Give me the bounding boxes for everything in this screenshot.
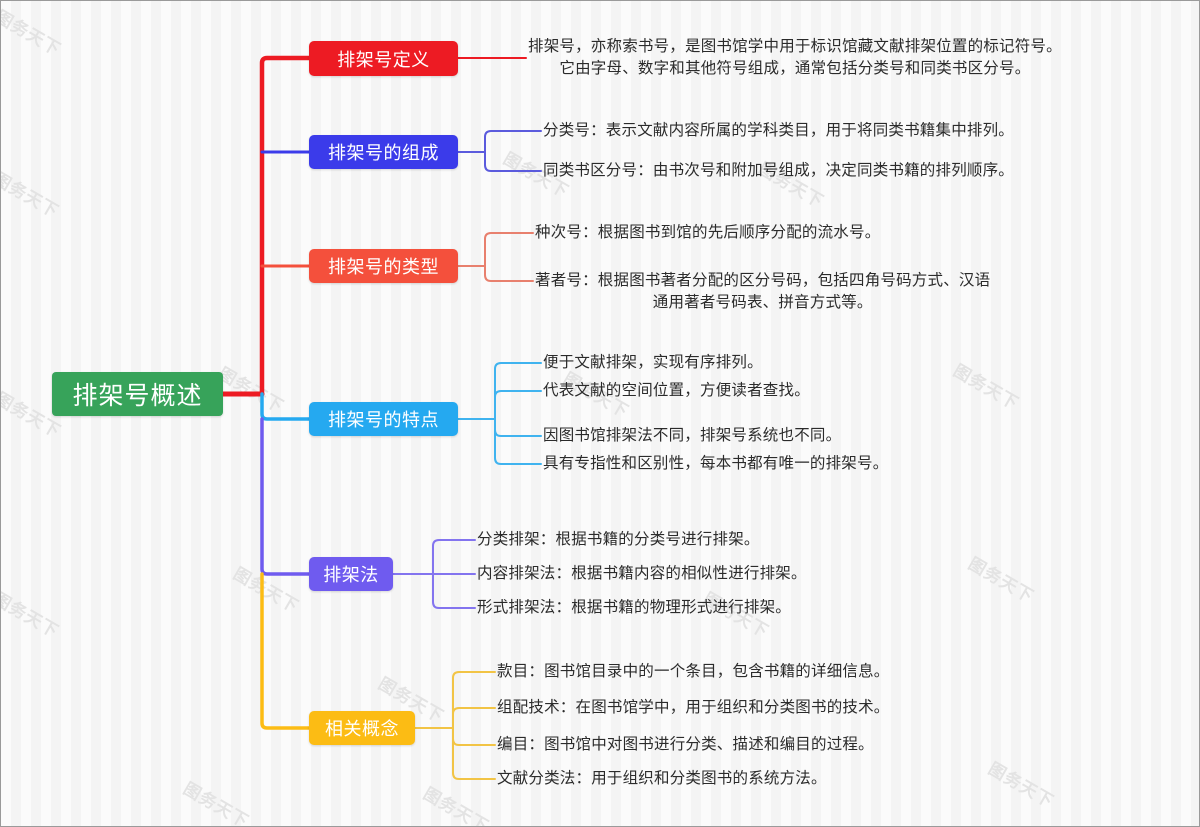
- link-spine-methods: [260, 417, 311, 576]
- leaf-concepts-1: 组配技术：在图书馆学中，用于组织和分类图书的技术。: [497, 699, 890, 716]
- link-features-leaf-3: [494, 418, 542, 465]
- root-node[interactable]: 排架号概述: [52, 372, 223, 416]
- leaf-composition-1: 同类书区分号：由书次号和附加号组成，决定同类书籍的排列顺序。: [543, 162, 1015, 179]
- leaf-methods-0: 分类排架：根据书籍的分类号进行排架。: [477, 531, 760, 548]
- branch-label-types: 排架号的类型: [328, 257, 439, 277]
- link-concepts-leaf-3: [452, 727, 496, 780]
- leaf-types-1: 著者号：根据图书著者分配的区分号码，包括四角号码方式、汉语 通用著者号码表、拼音…: [535, 272, 991, 311]
- root-node-label: 排架号概述: [72, 382, 203, 410]
- watermark: 图务天下: [0, 7, 64, 61]
- link-features-leaf-1: [494, 390, 542, 420]
- leaf-definition-0: 排架号，亦称索书号，是图书馆学中用于标识馆藏文献排架位置的标记符号。 它由字母、…: [528, 38, 1062, 77]
- link-spine-features: [260, 392, 311, 421]
- leaf-types-0: 种次号：根据图书到馆的先后顺序分配的流水号。: [535, 224, 881, 241]
- link-features-leaf-2: [494, 418, 542, 437]
- watermark: 图务天下: [0, 169, 62, 223]
- link-methods-leaf-0: [432, 539, 476, 575]
- leaf-features-3: 具有专指性和区别性，每本书都有唯一的排架号。: [543, 455, 889, 472]
- link-types-leaf-1: [484, 265, 534, 282]
- watermark: 图务天下: [949, 361, 1022, 415]
- link-concepts-leaf-0: [452, 671, 496, 729]
- link-types-leaf-0: [484, 232, 534, 267]
- leaf-concepts-2: 编目：图书馆中对图书进行分类、描述和编目的过程。: [497, 736, 874, 753]
- watermark: 图务天下: [984, 759, 1057, 813]
- link-methods-leaf-2: [432, 573, 476, 609]
- branch-label-features: 排架号的特点: [328, 410, 439, 430]
- link-concepts-leaf-1: [452, 707, 496, 729]
- link-concepts-leaf-2: [452, 727, 496, 746]
- link-composition-leaf-0: [484, 130, 542, 153]
- leaf-composition-0: 分类号：表示文献内容所属的学科类目，用于将同类书籍集中排列。: [543, 122, 1015, 139]
- leaf-features-2: 因图书馆排架法不同，排架号系统也不同。: [543, 427, 842, 444]
- leaf-concepts-3: 文献分类法：用于组织和分类图书的系统方法。: [497, 770, 827, 787]
- branch-node-methods[interactable]: 排架法: [309, 557, 393, 591]
- watermark: 图务天下: [229, 564, 302, 618]
- branch-node-features[interactable]: 排架号的特点: [309, 402, 458, 436]
- branch-label-composition: 排架号的组成: [328, 143, 439, 163]
- branch-node-concepts[interactable]: 相关概念: [309, 711, 415, 745]
- leaf-methods-2: 形式排架法：根据书籍的物理形式进行排架。: [477, 599, 792, 616]
- link-features-leaf-0: [494, 362, 542, 420]
- leaf-concepts-0: 款目：图书馆目录中的一个条目，包含书籍的详细信息。: [497, 663, 890, 680]
- watermark: 图务天下: [179, 779, 252, 827]
- leaf-features-1: 代表文献的空间位置，方便读者查找。: [543, 382, 810, 399]
- leaf-features-0: 便于文献排架，实现有序排列。: [543, 354, 763, 371]
- branch-label-definition: 排架号定义: [337, 49, 430, 70]
- watermark: 图务天下: [964, 554, 1037, 608]
- branch-node-types[interactable]: 排架号的类型: [309, 249, 458, 283]
- branch-label-concepts: 相关概念: [325, 719, 399, 739]
- branch-node-composition[interactable]: 排架号的组成: [309, 135, 458, 169]
- link-spine-concepts: [260, 572, 311, 730]
- watermark: 图务天下: [0, 589, 62, 643]
- branch-label-methods: 排架法: [323, 565, 379, 585]
- branch-node-definition[interactable]: 排架号定义: [309, 41, 458, 76]
- link-composition-leaf-1: [484, 151, 542, 172]
- link-spine-definition: [259, 55, 312, 397]
- watermark: 图务天下: [419, 784, 492, 827]
- watermark: 图务天下: [214, 364, 287, 418]
- leaf-methods-1: 内容排架法：根据书籍内容的相似性进行排架。: [477, 565, 807, 582]
